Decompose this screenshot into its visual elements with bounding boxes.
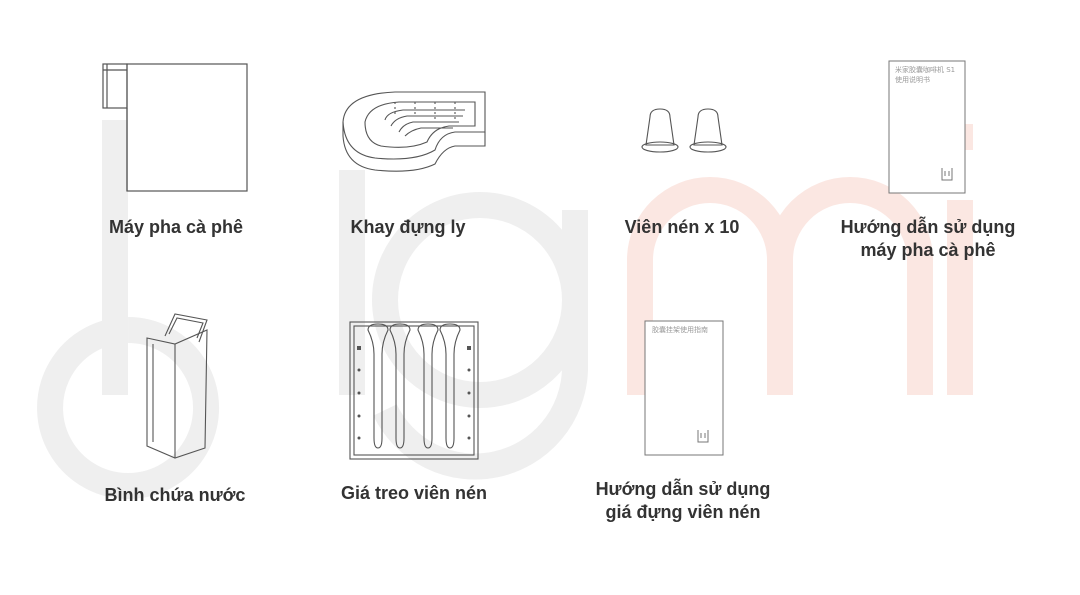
- drip-tray-label: Khay đựng ly: [350, 217, 466, 237]
- machine-manual-label: Hướng dẫn sử dụng máy pha cà phê: [828, 216, 1028, 262]
- holder-manual-label-line1: Hướng dẫn sử dụng: [595, 479, 771, 499]
- mi-logo-icon: [941, 168, 953, 181]
- capsules-label: Viên nén x 10: [624, 217, 740, 237]
- machine-manual-booklet-line2: 使用说明书: [895, 75, 930, 84]
- machine-manual-booklet-line1: 米家胶囊咖啡机 S1: [895, 65, 955, 74]
- capsule-holder-label: Giá treo viên nén: [340, 483, 488, 503]
- machine-manual-label-line2: máy pha cà phê: [860, 240, 996, 260]
- water-tank-label: Bình chứa nước: [104, 485, 246, 505]
- machine-manual-label-line1: Hướng dẫn sử dụng: [840, 217, 1016, 237]
- holder-manual-illustration: 胶囊挂架使用指南: [644, 320, 724, 456]
- coffee-machine-label: Máy pha cà phê: [108, 217, 244, 237]
- mi-logo-icon: [697, 430, 709, 443]
- capsules-illustration: [641, 108, 727, 153]
- machine-manual-illustration: 米家胶囊咖啡机 S1 使用说明书: [888, 60, 966, 194]
- holder-manual-label-line2: giá đựng viên nén: [605, 502, 761, 522]
- coffee-machine-illustration: [102, 63, 248, 192]
- drip-tray-illustration: [342, 91, 486, 172]
- capsule-holder-illustration: [349, 321, 479, 460]
- holder-manual-label: Hướng dẫn sử dụng giá đựng viên nén: [578, 478, 788, 524]
- holder-manual-booklet-line1: 胶囊挂架使用指南: [652, 325, 708, 334]
- water-tank-illustration: [146, 313, 208, 459]
